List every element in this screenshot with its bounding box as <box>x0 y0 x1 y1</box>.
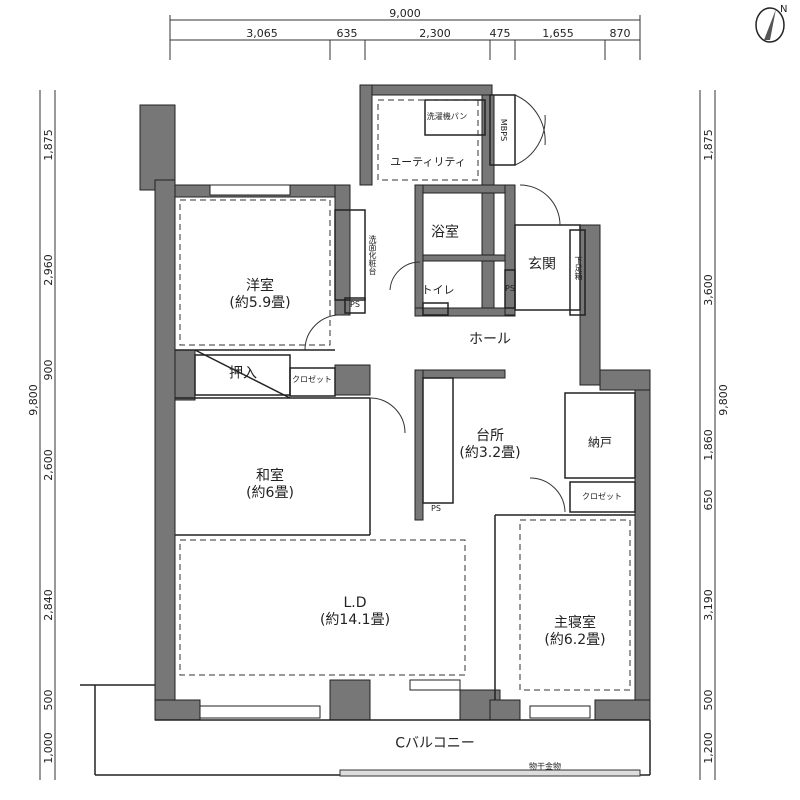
utility-label: ユーティリティ <box>390 155 466 169</box>
dim-left: 900 <box>42 360 55 381</box>
closet-label: クロゼット <box>292 375 332 384</box>
compass-icon <box>755 7 785 43</box>
shoe-box-label: 下足箱 <box>574 256 583 280</box>
vanity-label: 洗面化粧台 <box>368 235 377 275</box>
dim-right: 3,600 <box>702 274 715 306</box>
room-name: 台所 <box>475 428 504 444</box>
dim-right: 3,190 <box>702 589 715 621</box>
dim-left: 500 <box>42 690 55 711</box>
dim-left: 1,000 <box>42 732 55 764</box>
dim-right: 1,200 <box>702 732 715 764</box>
dim-right-total: 9,800 <box>717 384 730 416</box>
oshiire-label: 押入 <box>229 365 257 382</box>
room-master: 主寝室(約6.2畳) <box>544 615 605 649</box>
compass-label: N <box>780 4 787 15</box>
dim-left: 2,840 <box>42 589 55 621</box>
ps-label: PS <box>350 300 360 309</box>
room-ld: L.D(約14.1畳) <box>320 595 390 629</box>
hall-label: ホール <box>469 331 511 348</box>
entrance-label: 玄関 <box>528 256 556 273</box>
dim-top: 2,300 <box>419 27 451 40</box>
dim-top: 870 <box>610 27 631 40</box>
dim-right: 650 <box>702 490 715 511</box>
room-kitchen: 台所(約3.2畳) <box>459 428 520 462</box>
balcony-rail <box>339 769 641 777</box>
washer-pan-label: 洗濯機パン <box>426 112 468 121</box>
room-western: 洋室(約5.9畳) <box>229 278 290 312</box>
toilet-label: トイレ <box>421 283 455 297</box>
closet-label-2: クロゼット <box>582 492 622 501</box>
windows <box>199 184 591 719</box>
room-name: 洋室 <box>245 278 274 294</box>
dim-top: 475 <box>490 27 511 40</box>
left-dimensions: 1,875 2,960 900 9,800 2,600 2,840 500 1,… <box>27 129 55 764</box>
mbps-label: MBPS <box>499 118 508 142</box>
room-size: (約5.9畳) <box>229 295 291 311</box>
dim-right: 1,860 <box>702 429 715 461</box>
room-size: (約6.2畳) <box>544 632 606 648</box>
dim-right: 1,875 <box>702 129 715 161</box>
room-name: L.D <box>343 595 367 611</box>
right-dimensions: 1,875 3,600 9,800 1,860 650 3,190 500 1,… <box>702 129 730 764</box>
dim-left: 1,875 <box>42 129 55 161</box>
dim-left-total: 9,800 <box>27 384 40 416</box>
dim-top: 3,065 <box>246 27 278 40</box>
storage-label: 納戸 <box>587 435 613 450</box>
dim-left: 2,600 <box>42 449 55 481</box>
ps-label: PS <box>431 504 441 513</box>
dim-right: 500 <box>702 690 715 711</box>
room-japanese: 和室(約6畳) <box>246 468 294 502</box>
room-size: (約14.1畳) <box>319 612 391 628</box>
bath-label: 浴室 <box>431 224 459 241</box>
room-size: (約6畳) <box>246 485 294 501</box>
balcony-label: Cバルコニー <box>395 735 475 752</box>
room-size: (約3.2畳) <box>459 445 521 461</box>
top-dimension-lines <box>39 15 716 780</box>
room-name: 主寝室 <box>553 615 596 631</box>
door-swings <box>304 94 566 513</box>
room-name: 和室 <box>256 468 284 484</box>
walls <box>139 84 651 721</box>
dim-left: 2,960 <box>42 254 55 286</box>
ps-label: PS <box>505 284 515 293</box>
drying-hardware-label: 物干金物 <box>529 762 561 771</box>
dim-top-total: 9,000 <box>389 7 421 20</box>
dim-top: 635 <box>337 27 358 40</box>
dim-top: 1,655 <box>542 27 574 40</box>
room-outlines <box>179 99 631 691</box>
